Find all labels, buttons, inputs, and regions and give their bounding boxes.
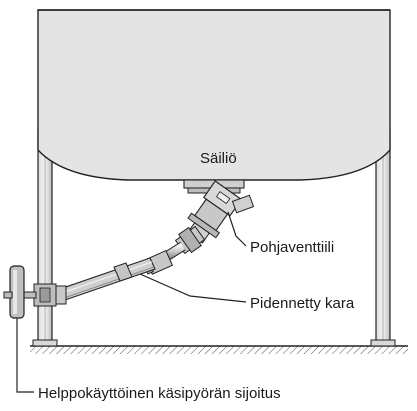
- handwheel-location-label: Helppokäyttöinen käsipyörän sijoitus: [38, 385, 281, 402]
- bottom-valve-label: Pohjaventtiili: [250, 239, 334, 256]
- handwheel: [3, 265, 37, 319]
- tank: [37, 9, 391, 181]
- leader-extended-stem: [139, 273, 247, 303]
- right-support-leg: [370, 129, 396, 347]
- leader-lines: [16, 211, 247, 393]
- extended-stem-label: Pidennetty kara: [250, 295, 355, 312]
- valve-side-port: [231, 194, 255, 214]
- extended-stem: [59, 257, 156, 301]
- leader-bottom-valve: [227, 211, 247, 247]
- tank-label: Säiliö: [200, 150, 237, 167]
- stem-coupling: [33, 283, 67, 307]
- leader-handwheel: [16, 318, 34, 393]
- floor: [30, 345, 408, 354]
